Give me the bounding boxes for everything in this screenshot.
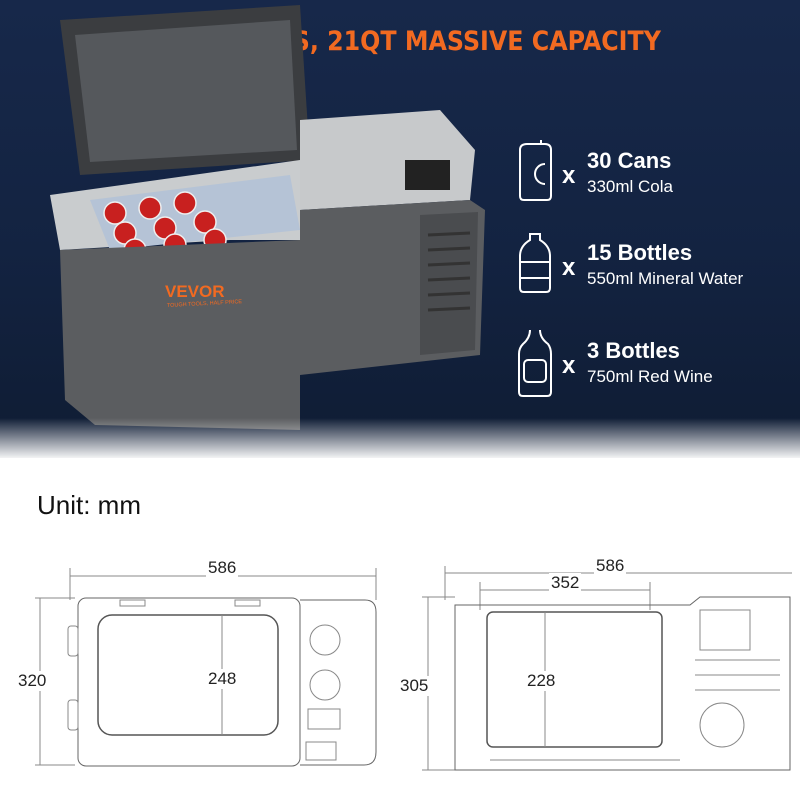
- fridge-body: [60, 200, 485, 430]
- capacity-detail: 330ml Cola: [587, 177, 673, 196]
- capacity-count: 30 Cans: [587, 148, 672, 173]
- side-height-label: 305: [398, 676, 431, 696]
- wine-bottle-icon: [518, 330, 552, 397]
- water-bottle-icon: [519, 233, 551, 293]
- fridge-illustration: VEVOR TOUGH TOOLS, HALF PRICE: [50, 5, 485, 430]
- vevor-tagline: TOUGH TOOLS, HALF PRICE: [167, 299, 243, 309]
- unit-label: Unit: mm: [37, 490, 141, 520]
- top-inner-label: 248: [206, 669, 239, 689]
- side-length-label: 586: [594, 556, 627, 576]
- side-inner-height-label: 228: [525, 671, 558, 691]
- capacity-count: 15 Bottles: [587, 240, 693, 265]
- top-length-label: 586: [206, 558, 239, 578]
- control-display: [405, 160, 450, 190]
- can-icon: [519, 140, 552, 201]
- top-view-drawing: [35, 568, 377, 767]
- capacity-detail: 750ml Red Wine: [587, 367, 713, 386]
- top-width-label: 320: [16, 671, 49, 691]
- capacity-count: 3 Bottles: [587, 338, 680, 363]
- side-inner-length-label: 352: [549, 573, 582, 593]
- capacity-item-wine: x 3 Bottles 750ml Red Wine: [515, 330, 800, 410]
- capacity-item-cans: x 30 Cans 330ml Cola: [515, 140, 800, 220]
- capacity-detail: 550ml Mineral Water: [587, 269, 744, 288]
- hero-banner: DUAL ZONES, 21QT MASSIVE CAPACITY VEVOR …: [0, 0, 800, 458]
- vevor-logo: VEVOR: [165, 282, 225, 301]
- side-view-drawing: [422, 566, 792, 771]
- capacity-item-water: x 15 Bottles 550ml Mineral Water: [515, 232, 800, 312]
